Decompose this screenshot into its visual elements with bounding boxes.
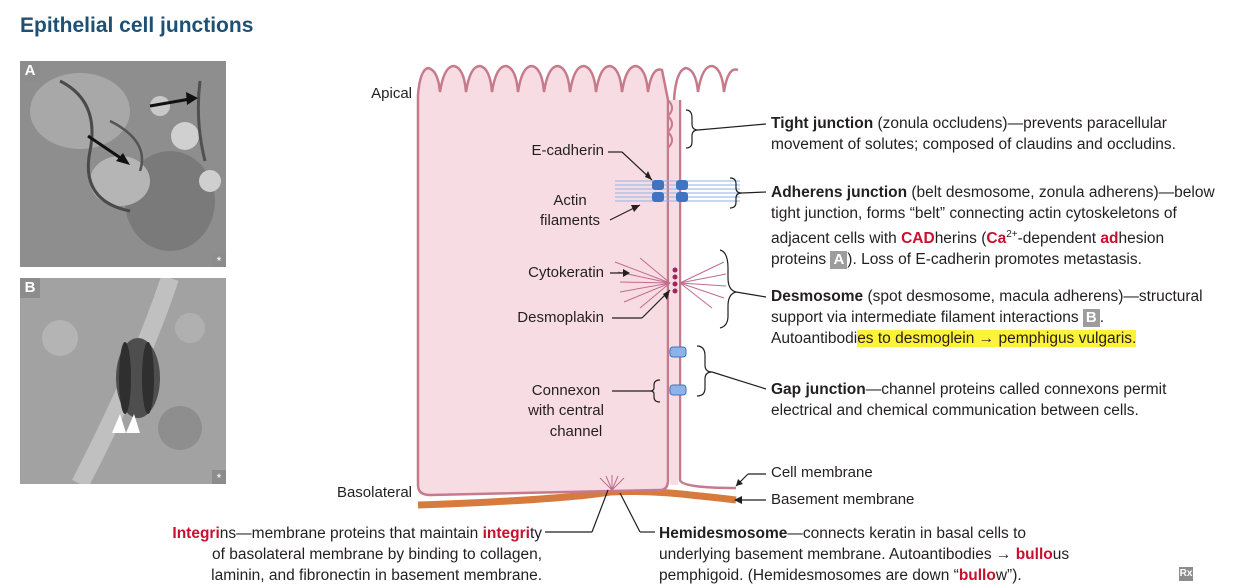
desmoplakin-shape bbox=[672, 267, 678, 294]
connexon-label-3: channel bbox=[549, 423, 603, 440]
e-cadherin-label: E-cadherin bbox=[531, 142, 604, 159]
gap-junction-term: Gap junction bbox=[771, 381, 866, 398]
adherens-line1: (belt desmosome, zonula adherens)—below bbox=[907, 184, 1215, 201]
micrograph-a: A * bbox=[20, 61, 226, 267]
integrins-line1: Integrins—membrane proteins that maintai… bbox=[172, 525, 542, 542]
arrowheads bbox=[623, 171, 743, 504]
micrograph-b: B * bbox=[20, 278, 226, 484]
hemidesmosome-line3: pemphigoid. (Hemidesmosomes are down “bu… bbox=[659, 567, 1022, 584]
adherens-line2: tight junction, forms “belt” connecting … bbox=[771, 205, 1177, 222]
hemidesmosome-term: Hemidesmosome bbox=[659, 525, 788, 542]
leader-lines bbox=[545, 123, 767, 533]
gap-junction-desc: Gap junction—channel proteins called con… bbox=[771, 379, 1166, 421]
cad-highlight: CAD bbox=[901, 230, 935, 248]
basement-membrane-label: Basement membrane bbox=[771, 491, 915, 508]
figure-ref-a: A bbox=[830, 251, 848, 270]
micrograph-b-image bbox=[20, 278, 226, 484]
connexon-shape bbox=[669, 346, 687, 396]
apical-label: Apical bbox=[371, 85, 412, 102]
tight-junction-line1: (zonula occludens)—prevents paracellular bbox=[873, 115, 1167, 132]
desmosome-line2: support via intermediate filament intera… bbox=[771, 309, 1105, 327]
basolateral-label: Basolateral bbox=[336, 484, 412, 501]
integrins-line3: laminin, and fibronectin in basement mem… bbox=[211, 567, 542, 584]
tight-junction-desc: Tight junction (zonula occludens)—preven… bbox=[771, 113, 1176, 155]
desmosome-desc: Desmosome (spot desmosome, macula adhere… bbox=[771, 286, 1203, 349]
actin-label-1: Actin bbox=[553, 192, 587, 209]
micrograph-a-star: * bbox=[212, 253, 226, 267]
actin-label-2: filaments bbox=[539, 212, 601, 229]
desmosome-term: Desmosome bbox=[771, 288, 864, 305]
adherens-junction-desc: Adherens junction (belt desmosome, zonul… bbox=[771, 182, 1215, 270]
gap-junction-line1: —channel proteins called connexons permi… bbox=[865, 381, 1167, 398]
adjacent-cell-membrane bbox=[672, 64, 739, 490]
connexon-label-1: Connexon bbox=[531, 382, 601, 399]
hemidesmosome-desc: Hemidesmosome—connects keratin in basal … bbox=[659, 523, 1069, 586]
micrograph-b-star: * bbox=[212, 470, 226, 484]
adherens-line4: proteins A). Loss of E-cadherin promotes… bbox=[771, 251, 1142, 270]
integrins-desc: Integrins—membrane proteins that maintai… bbox=[170, 523, 542, 586]
desmosome-line3: Autoantibodies to desmoglein → pemphigus… bbox=[771, 330, 1137, 347]
tight-junction-term: Tight junction bbox=[771, 115, 874, 132]
desmoplakin-label: Desmoplakin bbox=[517, 309, 604, 326]
desmosome-line1: (spot desmosome, macula adherens)—struct… bbox=[863, 288, 1203, 305]
micrograph-b-label: B bbox=[20, 278, 40, 298]
page-title: Epithelial cell junctions bbox=[20, 14, 254, 37]
cytokeratin-label: Cytokeratin bbox=[528, 264, 604, 281]
desmoglein-highlight: es to desmoglein → pemphigus vulgaris. bbox=[857, 330, 1137, 347]
adherens-line3: adjacent cells with CADherins (Ca2+-depe… bbox=[771, 229, 1165, 248]
micrograph-a-label: A bbox=[20, 61, 40, 81]
gap-junction-line2: electrical and chemical communication be… bbox=[771, 402, 1139, 419]
cell-body bbox=[416, 64, 670, 497]
calcium-highlight: Ca bbox=[986, 230, 1007, 248]
e-cadherin-shape bbox=[652, 180, 688, 202]
hemidesmosome-line1: —connects keratin in basal cells to bbox=[787, 525, 1027, 542]
figure-ref-b: B bbox=[1082, 309, 1100, 327]
ad-highlight: ad bbox=[1100, 230, 1119, 248]
tight-junction-shape bbox=[666, 99, 673, 149]
tight-junction-line2: movement of solutes; composed of claudin… bbox=[771, 136, 1176, 153]
hemidesmosome-line2: underlying basement membrane. Autoantibo… bbox=[659, 546, 1070, 563]
rx-icon: Rx bbox=[1179, 567, 1193, 581]
hemidesmosome-shape bbox=[599, 475, 625, 491]
adherens-junction-term: Adherens junction bbox=[771, 184, 908, 201]
integrins-line2: of basolateral membrane by binding to co… bbox=[211, 546, 542, 563]
connexon-label-2: with central bbox=[528, 402, 604, 419]
micrograph-a-image bbox=[20, 61, 226, 267]
cell-membrane-label: Cell membrane bbox=[771, 464, 873, 481]
